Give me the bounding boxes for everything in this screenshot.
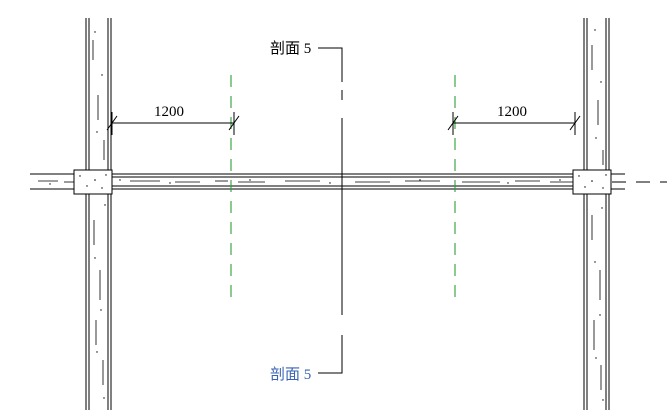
column-left[interactable]: [73, 169, 113, 195]
section-label-top[interactable]: 剖面 5: [270, 40, 311, 57]
dimension-left-text: 1200: [154, 104, 184, 120]
section-bottom-leader: [318, 337, 343, 374]
column-right[interactable]: [572, 169, 612, 195]
dimension-right-text: 1200: [497, 104, 527, 120]
wall-left[interactable]: [85, 18, 112, 410]
section-line[interactable]: [318, 47, 343, 374]
section-label-bottom[interactable]: 剖面 5: [270, 366, 311, 383]
column-left-hatch: [79, 174, 107, 189]
dimension-left[interactable]: [106, 112, 240, 135]
column-right-hatch: [578, 174, 607, 189]
wall-right[interactable]: [583, 18, 610, 410]
wall-horizontal[interactable]: [30, 173, 625, 190]
dimension-right[interactable]: [447, 112, 581, 135]
